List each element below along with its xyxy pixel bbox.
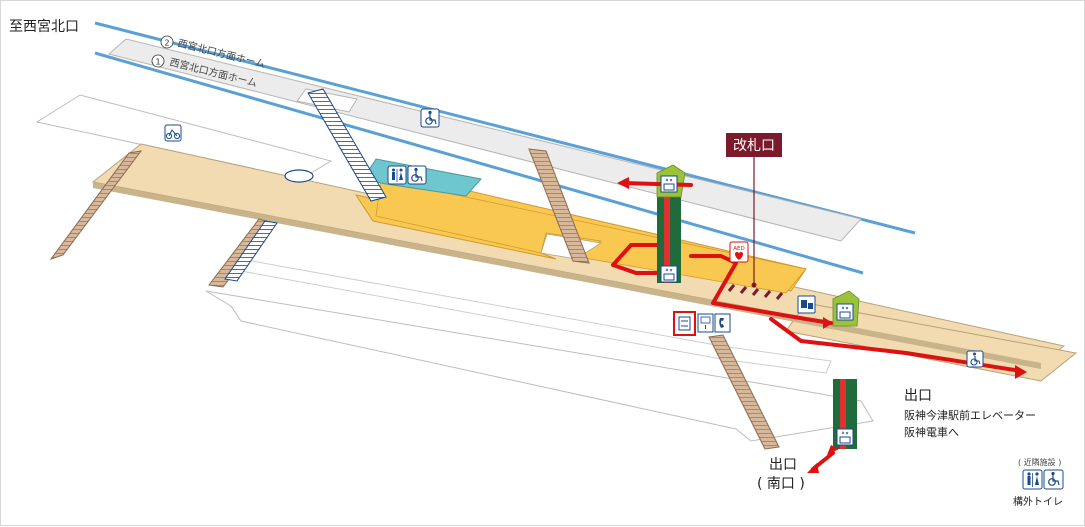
ticket-gate-label: 改札口 (726, 133, 782, 157)
wheelchair-icon-east (967, 351, 983, 367)
stairs-left (51, 151, 141, 259)
escalator-landing (285, 170, 313, 182)
bicycle-icon (165, 125, 181, 141)
telephone-icon (715, 314, 730, 332)
south-exit-sub-label: ( 南口 ) (757, 473, 805, 493)
aed-icon: AED (730, 242, 748, 262)
charge-machine-icon (698, 314, 713, 332)
ticket-machine-icon (674, 312, 695, 335)
exit-label: 出口 (904, 385, 932, 405)
information-icon (798, 296, 815, 313)
legend (1023, 470, 1063, 489)
elevator-icon-exit-bottom (837, 429, 853, 445)
platform-1-number: 1 (155, 58, 160, 67)
restroom-icon (388, 166, 406, 184)
south-exit-label: 出口 (769, 454, 797, 474)
wheelchair-accessible-icon-platform (421, 109, 439, 127)
svg-text:AED: AED (733, 246, 744, 252)
exit-sub-label-hanshin: 阪神電車へ (904, 424, 959, 440)
platform-2-number: 2 (164, 39, 169, 48)
direction-label: 至西宮北口 (9, 16, 79, 36)
route-to-platform (623, 183, 691, 185)
elevator-icon-upper (661, 176, 677, 192)
wheelchair-icon (408, 166, 426, 184)
elevator-icon-lower (661, 266, 677, 282)
exit-sub-label-elevator: 阪神今津駅前エレベーター (904, 407, 1036, 423)
legend-caption: 構外トイレ (1013, 493, 1063, 508)
arrowhead-south-a (807, 463, 819, 473)
gate-leader-dot (752, 283, 757, 288)
legend-restroom-icon (1023, 470, 1042, 489)
legend-wheelchair-icon (1044, 470, 1063, 489)
legend-title: ( 近隣施設 ) (1018, 457, 1061, 468)
elevator-icon-exit-top (837, 304, 853, 320)
